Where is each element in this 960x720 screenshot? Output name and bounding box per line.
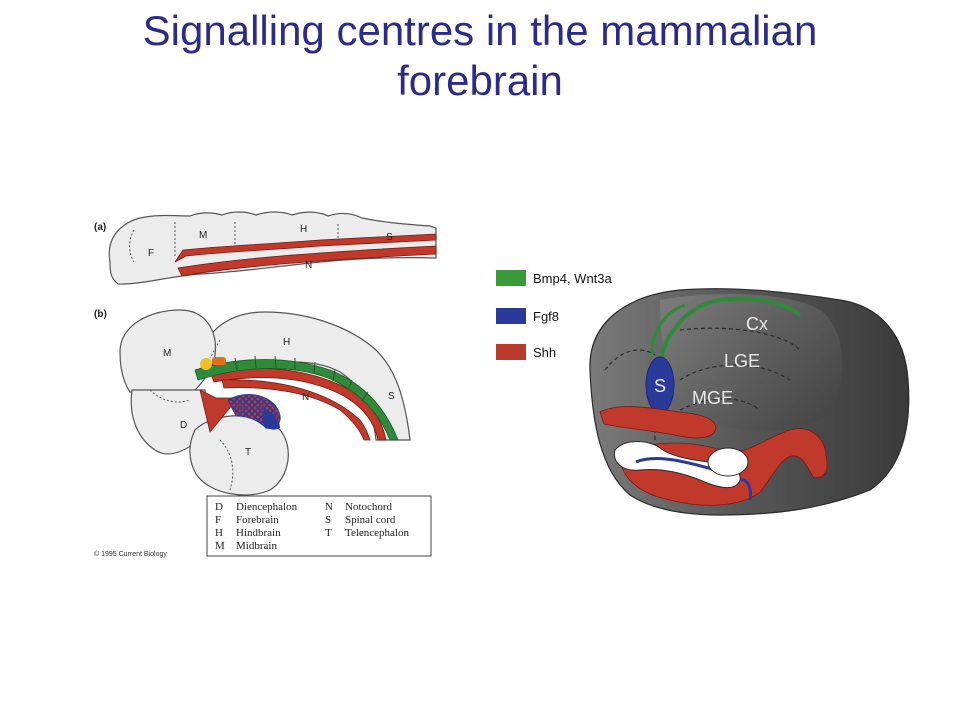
region-label-lge: LGE bbox=[724, 351, 760, 371]
key-code: T bbox=[325, 527, 332, 539]
panel-a-label: (a) bbox=[94, 222, 106, 233]
legend-swatch-bmp4-wnt3a bbox=[496, 270, 526, 286]
key-name: Notochord bbox=[345, 501, 393, 513]
title-line-2: forebrain bbox=[397, 57, 563, 104]
cortex-lobe bbox=[660, 294, 843, 432]
region-label-mge: MGE bbox=[692, 388, 733, 408]
bmp4-wnt3a-domain bbox=[658, 296, 802, 366]
b-label-n: N bbox=[302, 392, 309, 403]
a-label-m: M bbox=[199, 230, 207, 241]
region-boundaries bbox=[604, 327, 801, 440]
key-name: Forebrain bbox=[236, 514, 279, 526]
b-label-h: H bbox=[283, 337, 290, 348]
a-label-s: S bbox=[386, 232, 393, 243]
slide-title: Signalling centres in the mammalian fore… bbox=[0, 6, 960, 106]
expression-legend: Bmp4, Wnt3a Fgf8 Shh bbox=[496, 270, 613, 360]
b-label-s: S bbox=[388, 391, 395, 402]
a-label-h: H bbox=[300, 224, 307, 235]
key-name: Spinal cord bbox=[345, 514, 396, 526]
key-name: Telencephalon bbox=[345, 527, 409, 539]
key-code: H bbox=[215, 527, 223, 539]
key-code: F bbox=[215, 514, 221, 526]
panel-a-neural-tube: F M H S N bbox=[108, 211, 437, 285]
a-label-f: F bbox=[148, 248, 154, 259]
legend-label-shh: Shh bbox=[533, 345, 556, 360]
panel-b-embryo-head: M H D T N S bbox=[119, 309, 411, 496]
key-name: Hindbrain bbox=[236, 527, 281, 539]
region-label-cx: Cx bbox=[746, 314, 768, 334]
title-line-1: Signalling centres in the mammalian bbox=[142, 7, 818, 54]
region-label-s: S bbox=[654, 376, 666, 396]
key-code: D bbox=[215, 501, 223, 513]
panel-b-label: (b) bbox=[94, 309, 107, 320]
legend-swatch-fgf8 bbox=[496, 308, 526, 324]
legend-swatch-shh bbox=[496, 344, 526, 360]
key-code: S bbox=[325, 514, 331, 526]
legend-label-fgf8: Fgf8 bbox=[533, 309, 559, 324]
a-label-n: N bbox=[305, 260, 312, 271]
legend-label-bmp4-wnt3a: Bmp4, Wnt3a bbox=[533, 271, 613, 286]
forebrain-section-diagram: Bmp4, Wnt3a Fgf8 Shh S Cx LGE MGE bbox=[496, 270, 910, 516]
key-name: Midbrain bbox=[236, 540, 277, 552]
shh-mge-domain bbox=[599, 406, 717, 439]
embryo-diagram: (a) F M H S N (b) bbox=[94, 211, 437, 558]
b-label-d: D bbox=[180, 420, 187, 431]
b-label-t: T bbox=[245, 447, 251, 458]
key-code: M bbox=[215, 540, 225, 552]
copyright-note: © 1995 Current Biology bbox=[94, 550, 167, 558]
key-code: N bbox=[325, 501, 333, 513]
b-label-m: M bbox=[163, 348, 171, 359]
key-name: Diencephalon bbox=[236, 501, 298, 513]
abbreviation-key: D Diencephalon F Forebrain H Hindbrain M… bbox=[206, 495, 432, 557]
